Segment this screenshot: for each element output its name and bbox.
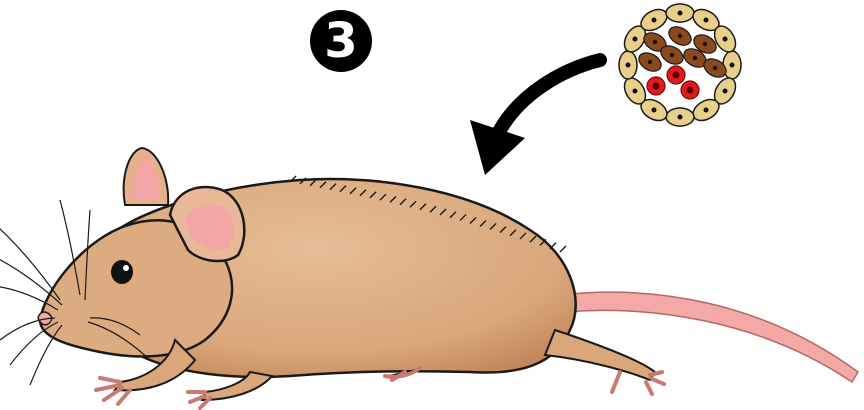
mouse-eye	[111, 260, 133, 284]
mouse-tail	[560, 292, 858, 382]
red-cell-nucleus	[653, 83, 660, 90]
fur-tuft	[560, 246, 566, 252]
curved-arrow-icon	[470, 60, 600, 175]
outer-cell-nucleus	[723, 37, 728, 42]
brown-cell-nucleus	[693, 56, 697, 60]
whisker	[0, 220, 60, 300]
outer-cell-nucleus	[632, 37, 637, 42]
brown-cell-nucleus	[670, 53, 674, 57]
brown-cell-nucleus	[703, 42, 707, 46]
outer-cell-nucleus	[730, 63, 735, 68]
red-cell-nucleus	[673, 72, 680, 79]
brown-cell-nucleus	[653, 40, 657, 44]
outer-cell-nucleus	[632, 89, 637, 94]
outer-cell-nucleus	[626, 63, 631, 68]
brown-cell-nucleus	[713, 66, 717, 70]
red-cell-nucleus	[687, 87, 694, 94]
outer-cell-nucleus	[678, 11, 683, 16]
whisker	[0, 250, 62, 305]
cell-cluster-icon	[616, 1, 744, 129]
brown-cell-nucleus	[678, 34, 682, 38]
outer-cell-nucleus	[652, 17, 657, 22]
mouse-middle-leg	[188, 372, 272, 408]
outer-cell-nucleus	[704, 17, 709, 22]
brown-cell-nucleus	[648, 60, 652, 64]
outer-cell-nucleus	[652, 108, 657, 113]
outer-cell-nucleus	[723, 89, 728, 94]
outer-cell-nucleus	[704, 108, 709, 113]
outer-cell-nucleus	[678, 115, 683, 120]
